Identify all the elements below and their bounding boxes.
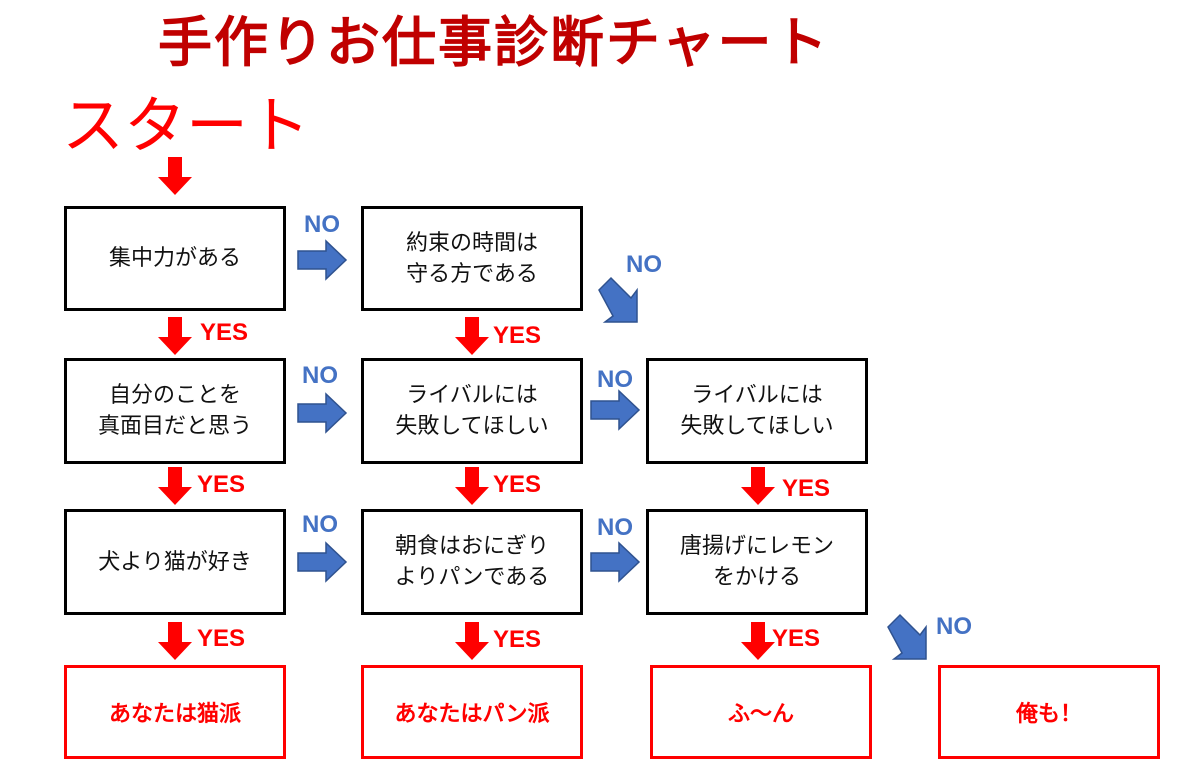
question-text: ライバルには 失敗してほしい [680,383,834,439]
no-label: NO [302,511,338,538]
right-arrow-icon [297,392,348,434]
question-box-lemon: 唐揚げにレモン をかける [646,509,868,615]
result-text: 俺も！ [1015,702,1082,727]
question-text: 唐揚げにレモン をかける [679,534,834,590]
question-box-breakfast: 朝食はおにぎり よりパンである [361,509,583,615]
down-arrow-icon [455,467,489,505]
down-arrow-icon [158,317,192,355]
question-box-rival-2: ライバルには 失敗してほしい [646,358,868,464]
yes-label: YES [493,471,542,498]
question-text: 自分のことを 真面目だと思う [97,383,252,439]
yes-label: YES [782,475,831,502]
yes-label: YES [493,626,542,653]
yes-label: YES [197,471,246,498]
question-box-punctual: 約束の時間は 守る方である [361,206,583,311]
right-arrow-icon [297,541,348,583]
question-text: 集中力がある [108,246,241,271]
diagonal-arrow-icon [598,276,638,323]
yes-label: YES [772,625,821,652]
down-arrow-icon [158,467,192,505]
down-arrow-icon [741,467,775,505]
down-arrow-icon [158,157,192,195]
result-text: あなたはパン派 [394,702,550,727]
diagonal-arrow-icon [887,613,927,660]
question-text: 朝食はおにぎり よりパンである [394,534,550,590]
result-box-bread: あなたはパン派 [361,665,583,759]
result-box-cat: あなたは猫派 [64,665,286,759]
no-label: NO [936,613,972,640]
result-text: あなたは猫派 [108,702,241,727]
start-label: スタート [62,89,311,162]
question-text: 犬より猫が好き [98,549,252,575]
down-arrow-icon [455,317,489,355]
result-box-hmm: ふ〜ん [650,665,872,759]
right-arrow-icon [590,389,641,431]
question-box-focus: 集中力がある [64,206,286,311]
yes-label: YES [197,625,246,652]
right-arrow-icon [297,239,348,281]
question-box-rival-1: ライバルには 失敗してほしい [361,358,583,464]
yes-label: YES [493,322,542,349]
result-box-me-too: 俺も！ [938,665,1160,759]
yes-label: YES [200,319,249,346]
question-text: 約束の時間は 守る方である [405,230,538,287]
no-label: NO [597,366,633,393]
no-label: NO [304,211,340,238]
right-arrow-icon [590,541,641,583]
question-box-serious: 自分のことを 真面目だと思う [64,358,286,464]
question-box-cat: 犬より猫が好き [64,509,286,615]
question-text: ライバルには 失敗してほしい [395,383,549,439]
no-label: NO [597,514,633,541]
no-label: NO [626,251,662,278]
down-arrow-icon [158,622,192,660]
down-arrow-icon [741,622,775,660]
down-arrow-icon [455,622,489,660]
result-text: ふ〜ん [727,702,794,727]
no-label: NO [302,362,338,389]
chart-title: 手作りお仕事診断チャート [158,11,830,74]
